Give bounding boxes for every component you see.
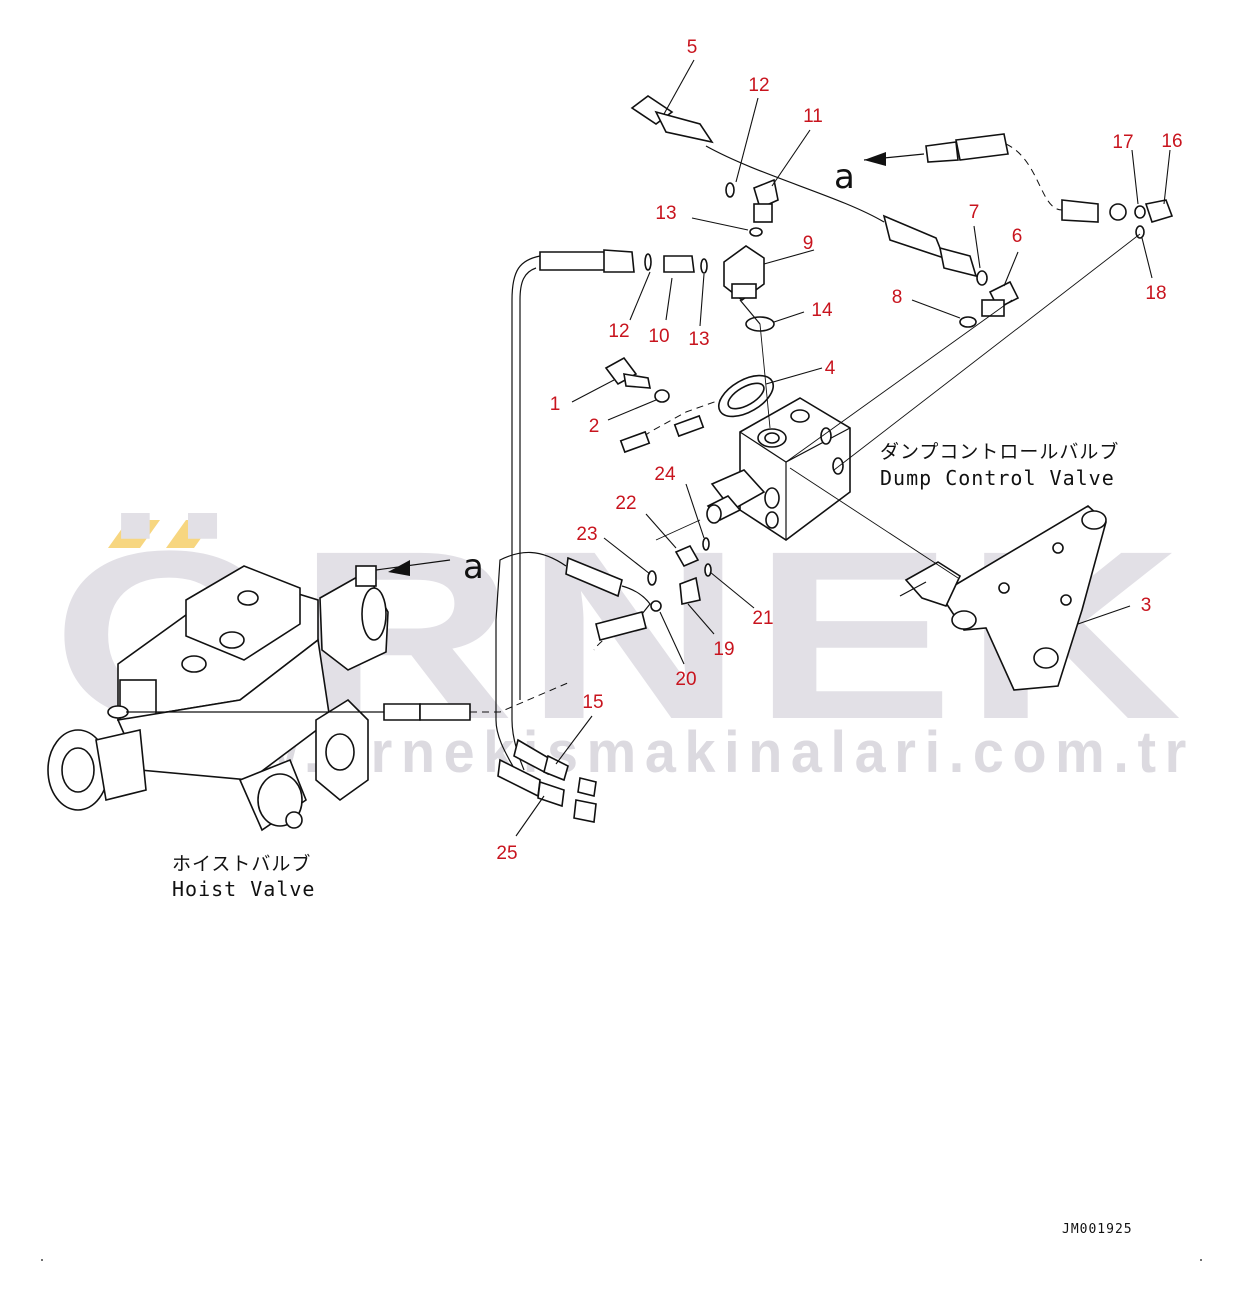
bolt-1 [604, 356, 670, 403]
watermark-accent-mark [166, 520, 214, 548]
callout-23: 23 [576, 524, 597, 545]
callout-18: 18 [1145, 283, 1166, 304]
callout-17: 17 [1112, 132, 1133, 153]
callout-10: 10 [648, 326, 669, 347]
callout-13: 13 [655, 203, 676, 224]
callout-15: 15 [582, 692, 603, 713]
hoist-valve [47, 559, 571, 832]
callout-19: 19 [713, 639, 734, 660]
callout-16: 16 [1161, 131, 1182, 152]
flange-seal [718, 316, 775, 418]
hose-loop [511, 249, 708, 771]
corner-marks [41, 1259, 1202, 1261]
elbow-fitting-9 [723, 245, 765, 325]
assembly-lines [655, 233, 1141, 579]
hoist-valve-label: Hoist Valve [172, 877, 315, 901]
dump-control-valve-label-jp: ダンプコントロールバルブ [880, 440, 1119, 463]
hose-5 [630, 95, 978, 278]
callouts: 1 2 3 4 5 6 7 8 9 10 11 12 12 13 13 14 1… [496, 37, 1182, 864]
callout-leaders [515, 59, 1171, 837]
callout-13: 13 [688, 329, 709, 350]
callout-9: 9 [803, 233, 814, 254]
mounting-bracket [899, 505, 1107, 691]
callout-1: 1 [550, 394, 561, 415]
callout-7: 7 [969, 202, 980, 223]
callout-12: 12 [748, 75, 769, 96]
reference-letter-a: a [834, 157, 855, 197]
elbow-fitting-11 [725, 178, 779, 237]
callout-12: 12 [608, 321, 629, 342]
callout-6: 6 [1012, 226, 1023, 247]
callout-8: 8 [892, 287, 903, 308]
callout-21: 21 [752, 608, 773, 629]
dump-control-valve-label: Dump Control Valve [880, 466, 1115, 490]
reference-letter-a: a [463, 547, 484, 587]
drawing-number: JM001925 [1062, 1222, 1133, 1237]
callout-25: 25 [496, 843, 517, 864]
callout-4: 4 [825, 358, 836, 379]
hoses-15-25 [497, 738, 597, 823]
hoist-valve-label-jp: ホイストバルブ [172, 852, 311, 875]
callout-22: 22 [615, 493, 636, 514]
callout-14: 14 [811, 300, 833, 321]
callout-24: 24 [654, 464, 676, 485]
callout-5: 5 [687, 37, 698, 58]
hose-top-right [863, 133, 1174, 239]
callout-2: 2 [589, 416, 600, 437]
watermark-accent-mark [108, 520, 160, 548]
callout-11: 11 [803, 106, 823, 127]
callout-20: 20 [675, 669, 696, 690]
callout-3: 3 [1141, 595, 1152, 616]
captions: a a ダンプコントロールバルブ Dump Control Valve ホイスト… [172, 157, 1133, 1237]
fittings-lower [495, 537, 712, 773]
fitting-6-7-8 [959, 270, 1020, 328]
